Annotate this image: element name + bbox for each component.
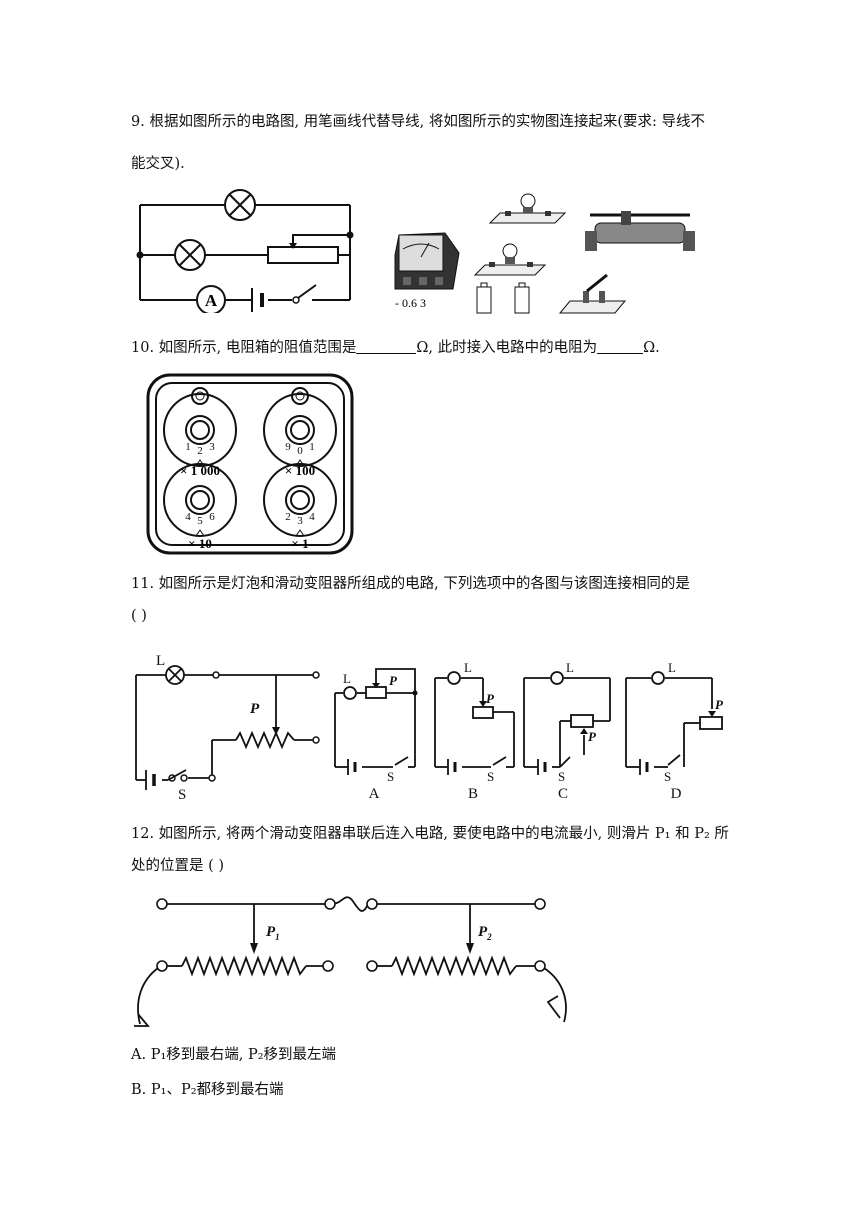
- lamp-on-board-icon: [488, 193, 567, 224]
- option-B-label: B: [468, 786, 478, 802]
- svg-text:5: 5: [197, 515, 203, 527]
- q10-text: 10. 如图所示, 电阻箱的阻值范围是 Ω, 此时接入电路中的电阻为 Ω.: [131, 338, 660, 358]
- q11-circuits-figure: L P S L P S L P S L P S L P S A B C D: [135, 653, 724, 803]
- q12-option-b[interactable]: B. P₁、P₂都移到最右端: [131, 1082, 284, 1098]
- optD-slider-label: P: [715, 697, 724, 712]
- optA-slider-label: P: [389, 673, 398, 688]
- ammeter-device-icon: [394, 232, 460, 290]
- svg-text:9: 9: [285, 441, 291, 453]
- multiplier-10: × 10: [188, 536, 212, 551]
- q9-apparatus-drawing: - 0.6 3: [394, 193, 695, 314]
- optC-lamp-label: L: [566, 660, 574, 675]
- svg-text:1: 1: [185, 441, 191, 453]
- q9-text-line1: 9. 根据如图所示的电路图, 用笔画线代替导线, 将如图所示的实物图连接起来(要…: [131, 114, 706, 130]
- q11-text-line1: 11. 如图所示是灯泡和滑动变阻器所组成的电路, 下列选项中的各图与该图连接相同…: [131, 576, 690, 592]
- p1-label: P: [266, 924, 276, 940]
- svg-text:P1: P1: [266, 924, 280, 942]
- optC-slider-label: P: [588, 729, 597, 744]
- multiplier-1: × 1: [291, 536, 308, 551]
- meter-scale-label: - 0.6 3: [395, 296, 426, 310]
- svg-text:0: 0: [297, 445, 303, 457]
- svg-text:P2: P2: [478, 924, 492, 942]
- svg-text:1: 1: [309, 441, 315, 453]
- optB-lamp-label: L: [464, 660, 472, 675]
- optD-lamp-label: L: [668, 660, 676, 675]
- optD-switch-label: S: [664, 769, 671, 784]
- battery-icon: [476, 286, 492, 314]
- svg-text:3: 3: [209, 441, 215, 453]
- optC-switch-label: S: [558, 769, 565, 784]
- svg-text:2: 2: [197, 445, 203, 457]
- svg-text:2: 2: [285, 511, 291, 523]
- option-C-label: C: [558, 786, 568, 802]
- optA-lamp-label: L: [343, 671, 351, 686]
- q10-blank-range[interactable]: [356, 339, 417, 354]
- q12-rheostats-figure: P1 P2: [134, 896, 567, 1027]
- svg-text:3: 3: [297, 515, 303, 527]
- p2-subscript: 2: [486, 932, 492, 942]
- svg-text:4: 4: [309, 511, 315, 523]
- option-A-label: A: [369, 786, 380, 802]
- q10-text-b: Ω, 此时接入电路中的电阻为: [416, 340, 598, 356]
- q11-switch-label: S: [178, 787, 186, 803]
- rheostat-device-icon: [585, 211, 695, 251]
- p2-label: P: [478, 924, 488, 940]
- q10-text-a: 10. 如图所示, 电阻箱的阻值范围是: [131, 340, 357, 356]
- q12-option-a[interactable]: A. P₁移到最右端, P₂移到最左端: [131, 1047, 337, 1063]
- optB-slider-label: P: [486, 691, 495, 706]
- battery-icon: [514, 286, 530, 314]
- svg-text:6: 6: [209, 511, 215, 523]
- q12-text-line2: 处的位置是 ( ): [131, 858, 225, 874]
- option-D-label: D: [671, 786, 682, 802]
- q11-text-line2: ( ): [131, 608, 147, 624]
- q9-text-line2: 能交叉).: [131, 156, 185, 172]
- svg-text:4: 4: [185, 511, 191, 523]
- q9-circuit-diagram: A: [136, 189, 354, 313]
- q10-text-c: Ω.: [643, 340, 660, 356]
- p1-subscript: 1: [275, 932, 280, 942]
- q11-lamp-label: L: [156, 653, 165, 669]
- knife-switch-icon: [558, 273, 627, 314]
- q12-text-line1: 12. 如图所示, 将两个滑动变阻器串联后连入电路, 要使电路中的电流最小, 则…: [131, 826, 729, 842]
- optB-switch-label: S: [487, 769, 494, 784]
- lamp-on-board-icon: [473, 243, 547, 276]
- ammeter-symbol: A: [205, 291, 218, 310]
- multiplier-1000: × 1 000: [180, 463, 220, 478]
- optA-switch-label: S: [387, 769, 394, 784]
- multiplier-100: × 100: [285, 463, 315, 478]
- q10-blank-resistance[interactable]: [597, 339, 644, 354]
- q11-slider-label: P: [250, 701, 260, 717]
